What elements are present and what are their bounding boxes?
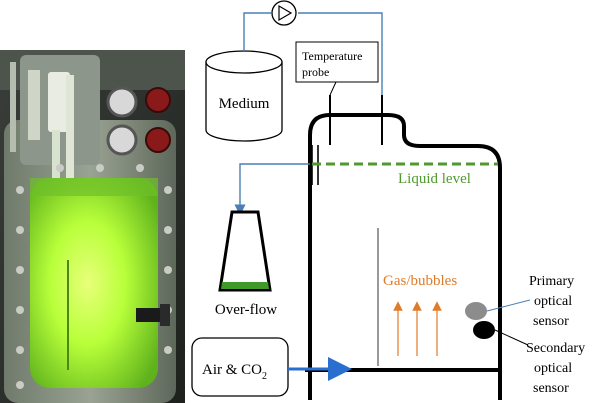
overflow-beaker: [218, 210, 272, 292]
secondary-sensor-leader: [494, 329, 529, 346]
primary-sensor-label-line1: Primary: [529, 274, 574, 289]
photobioreactor-photo: [0, 50, 185, 403]
primary-sensor-label-line3: sensor: [533, 314, 569, 329]
secondary-sensor-label-line1: Secondary: [526, 341, 585, 356]
medium-tank: [205, 50, 283, 142]
primary-sensor-leader: [486, 299, 531, 312]
reactor-vessel: [308, 113, 502, 400]
primary-optical-sensor: [465, 302, 487, 320]
liquid-level-label: Liquid level: [398, 171, 471, 187]
temperature-probe-leader: [329, 81, 337, 96]
medium-label: Medium: [219, 96, 270, 112]
temperature-probe-box: [295, 41, 379, 83]
primary-sensor-label-line2: optical: [534, 294, 572, 309]
gas-bubbles-label: Gas/bubbles: [383, 273, 457, 289]
overflow-label: Over-flow: [215, 302, 277, 318]
air-co2-box: [191, 337, 289, 397]
secondary-sensor-label-line3: sensor: [533, 381, 569, 396]
overflow-line: [234, 163, 310, 216]
overflow-liquid: [221, 282, 269, 289]
secondary-optical-sensor: [473, 321, 495, 339]
temperature-probe-label-line2: probe: [302, 65, 329, 79]
pump-icon: [271, 0, 297, 26]
temperature-probe-label-line1: Temperature: [302, 49, 362, 63]
secondary-sensor-label-line2: optical: [534, 361, 572, 376]
air-co2-label: Air & CO2: [202, 362, 267, 382]
feed-line: [243, 12, 383, 95]
